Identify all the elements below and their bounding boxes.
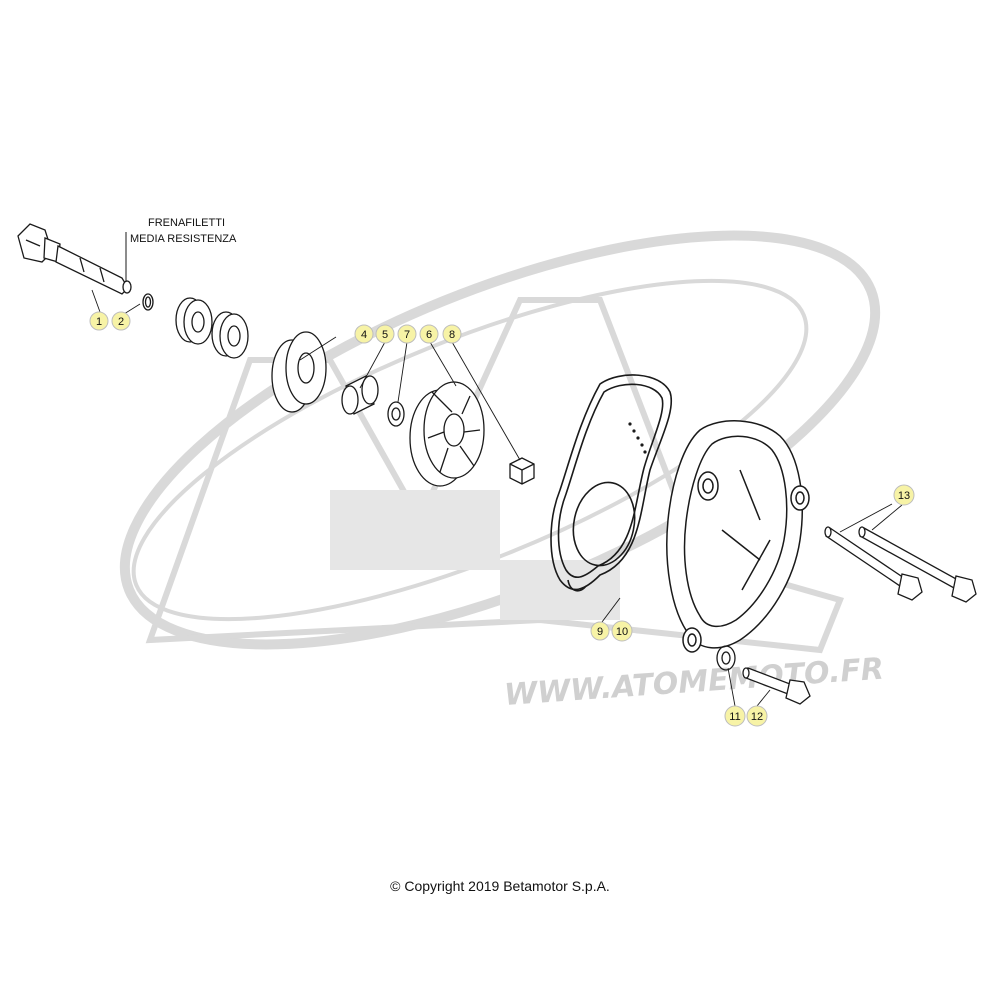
washer-small bbox=[716, 645, 736, 671]
callout-13: 13 bbox=[893, 484, 915, 506]
callout-12-label: 12 bbox=[751, 711, 763, 723]
callout-12: 12 bbox=[746, 705, 768, 727]
cover-gasket bbox=[550, 374, 672, 592]
copyright-notice: © Copyright 2019 Betamotor S.p.A. bbox=[390, 878, 610, 894]
bearing-1 bbox=[175, 297, 213, 345]
pump-shaft bbox=[17, 223, 132, 295]
callout-4-label: 4 bbox=[361, 329, 367, 341]
impeller-nut bbox=[509, 457, 535, 485]
callout-2: 2 bbox=[111, 311, 131, 331]
gasket-holes bbox=[628, 422, 647, 454]
note-line2: MEDIA RESISTENZA bbox=[130, 233, 237, 245]
watermark-dots bbox=[330, 490, 620, 620]
long-bolt-2 bbox=[858, 526, 977, 603]
callout-5-label: 5 bbox=[382, 329, 388, 341]
callout-7-label: 7 bbox=[404, 329, 410, 341]
callout-6-label: 6 bbox=[426, 329, 432, 341]
callout-13-label: 13 bbox=[898, 490, 910, 502]
impeller bbox=[409, 381, 485, 487]
note-line1: FRENAFILETTI bbox=[148, 217, 225, 229]
callout-9-label: 9 bbox=[597, 626, 603, 638]
callout-2-label: 2 bbox=[118, 316, 124, 328]
leader-lines bbox=[91, 289, 903, 707]
short-bolt bbox=[742, 667, 811, 705]
callout-7: 7 bbox=[397, 324, 417, 344]
o-ring-small bbox=[142, 293, 154, 311]
bearing-2 bbox=[211, 311, 249, 359]
callout-4: 4 bbox=[354, 324, 374, 344]
callout-1: 1 bbox=[89, 311, 109, 331]
washer-impeller bbox=[387, 401, 405, 427]
callout-10-label: 10 bbox=[616, 626, 628, 638]
callout-8: 8 bbox=[442, 324, 462, 344]
long-bolt-1 bbox=[824, 526, 923, 601]
callout-8-label: 8 bbox=[449, 329, 455, 341]
callout-11: 11 bbox=[724, 705, 746, 727]
callout-5: 5 bbox=[375, 324, 395, 344]
watermark-url: WWW.ATOMEMOTO.FR bbox=[503, 652, 885, 713]
bushing bbox=[341, 375, 379, 415]
water-pump-cover bbox=[666, 420, 810, 653]
callout-6: 6 bbox=[419, 324, 439, 344]
shaft-seal bbox=[271, 331, 327, 413]
callout-11-label: 11 bbox=[729, 711, 740, 723]
callout-1-label: 1 bbox=[96, 316, 102, 328]
callout-9: 9 bbox=[590, 621, 610, 641]
callout-10: 10 bbox=[611, 620, 633, 642]
